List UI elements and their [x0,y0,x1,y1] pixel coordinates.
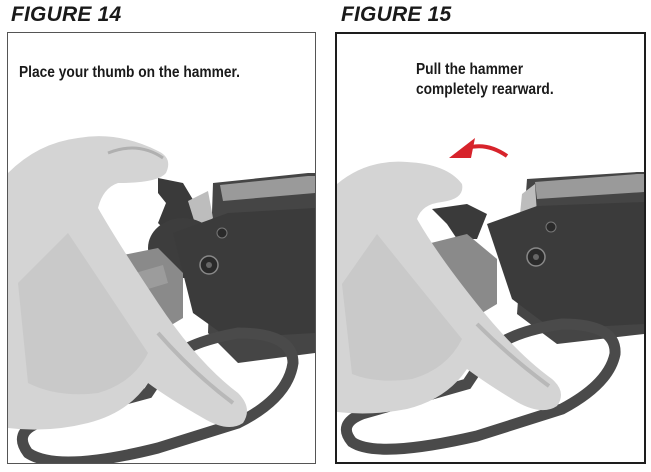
caption-line: Place your thumb on the hammer. [19,64,240,81]
figure-14-panel: Place your thumb on the hammer. [7,32,316,464]
caption-line: completely rearward. [416,81,554,98]
caption-line: Pull the hammer [416,61,524,78]
figure-15-panel: Pull the hammer completely rearward. [335,32,646,464]
rifle-hammer-thumb-illustration [8,136,315,463]
figure-15-title: FIGURE 15 [341,3,452,26]
rifle-hammer-pull-illustration [337,138,644,455]
figure-14-caption: Place your thumb on the hammer. [19,63,240,83]
curved-arrow-left-icon [449,138,509,158]
figure-15-caption: Pull the hammer completely rearward. [416,60,554,100]
figure-14-title: FIGURE 14 [11,3,122,26]
